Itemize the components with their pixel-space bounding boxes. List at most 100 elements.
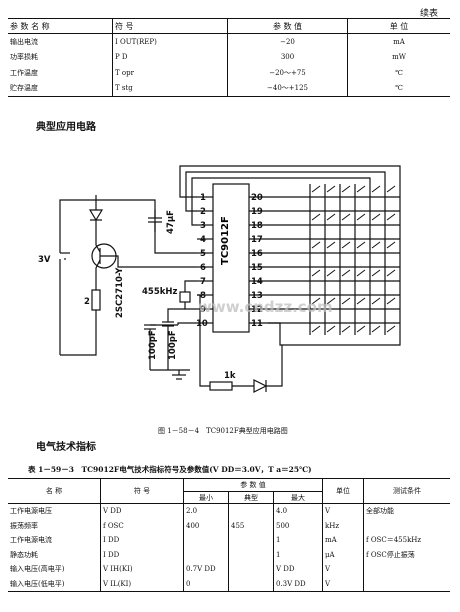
subheader-min: 最小 bbox=[183, 491, 229, 504]
pin-label: 5 bbox=[200, 249, 206, 259]
continued-label: 续表 bbox=[419, 9, 438, 19]
capacitor-b-label: 100pF bbox=[168, 330, 178, 360]
pin-label: 10 bbox=[196, 319, 208, 329]
cell: V IL(KI) bbox=[100, 576, 184, 592]
header-unit: 单位 bbox=[322, 478, 364, 504]
header-value: 参 数 值 bbox=[183, 478, 323, 492]
figure-caption: 图 1－58－4 TC9012F典型应用电路图 bbox=[158, 427, 288, 435]
cell bbox=[363, 576, 450, 592]
pin-label: 8 bbox=[200, 291, 206, 301]
electrical-specs-table: 名 称 符 号 参 数 值 单位 测试条件 最小 典型 最大 工作电源电压 V … bbox=[8, 478, 450, 592]
watermark: www.cndzz.com bbox=[198, 298, 333, 316]
header-name: 名 称 bbox=[8, 478, 101, 504]
cell: P D bbox=[112, 49, 228, 65]
cell: V DD bbox=[273, 562, 323, 577]
subheader-typ: 典型 bbox=[228, 491, 274, 504]
cell: 0 bbox=[183, 576, 229, 592]
cell: 工作电源电压 bbox=[10, 507, 52, 516]
cell: 300 bbox=[227, 49, 348, 65]
pin-label: 11 bbox=[251, 319, 263, 329]
cell: μA bbox=[322, 547, 364, 562]
cell: ℃ bbox=[347, 80, 450, 97]
cell: I DD bbox=[100, 533, 184, 548]
table-row: 贮存温度 T stg −40～+125 ℃ bbox=[8, 80, 450, 97]
cell: 贮存温度 bbox=[8, 80, 113, 97]
pin-label: 2 bbox=[200, 207, 206, 217]
pin-label: 13 bbox=[251, 291, 263, 301]
resistor-bottom-label: 1k bbox=[224, 371, 236, 381]
cell bbox=[228, 562, 274, 577]
cell: −20 bbox=[227, 33, 348, 50]
cell: V DD bbox=[100, 503, 184, 519]
table-row: 输入电压(低电平) V IL(KI) 0 0.3V DD V bbox=[8, 576, 450, 592]
table-row: 输入电压(高电平) V IH(KI) 0.7V DD V DD V bbox=[8, 562, 450, 577]
pin-label: 9 bbox=[200, 305, 206, 315]
ic-body bbox=[212, 183, 250, 333]
pin-label: 18 bbox=[251, 221, 263, 231]
cell: ℃ bbox=[347, 65, 450, 81]
cell: 静态功耗 bbox=[10, 550, 38, 559]
cell: f OSC bbox=[100, 518, 184, 533]
resistor-side-label: 2 bbox=[84, 297, 90, 307]
cell: −20～+75 bbox=[227, 65, 348, 81]
pin-label: 20 bbox=[251, 193, 263, 203]
table-row: 工作温度 T opr −20～+75 ℃ bbox=[8, 65, 450, 81]
pin-label: 12 bbox=[251, 305, 263, 315]
crystal-label: 455kHz bbox=[142, 287, 178, 297]
header-test: 测试条件 bbox=[363, 478, 450, 504]
subheader-max: 最大 bbox=[273, 491, 323, 504]
cell: 输入电压(低电平) bbox=[8, 576, 101, 592]
cell: V bbox=[322, 576, 364, 592]
cell: 输入电压(高电平) bbox=[10, 565, 65, 574]
table2-caption: 表 1－59－3 TC9012F电气技术指标符号及参数值(V DD＝3.0V，T… bbox=[28, 465, 312, 474]
cell: 4.0 bbox=[273, 503, 323, 519]
cell: kHz bbox=[322, 518, 364, 533]
header-symbol: 符 号 bbox=[112, 18, 228, 34]
cell: 0.7V DD bbox=[183, 562, 229, 577]
pin-label: 19 bbox=[251, 207, 263, 217]
cell: V bbox=[322, 562, 364, 577]
cell: f OSC＝455kHz bbox=[363, 533, 450, 548]
table-row: 输出电流 I OUT(REP) −20 mA bbox=[8, 33, 450, 50]
table-row: 振荡频率 f OSC 400 455 500 kHz bbox=[8, 518, 450, 533]
header-param: 参 数 名 称 bbox=[8, 18, 113, 34]
capacitor-a-label: 100pF bbox=[148, 330, 158, 360]
pin-label: 7 bbox=[200, 277, 206, 287]
table-row: 工作电源电压 V DD 2.0 4.0 V 全部功能 bbox=[8, 503, 450, 519]
header-symbol: 符 号 bbox=[100, 478, 184, 504]
cell: 500 bbox=[273, 518, 323, 533]
pin-label: 14 bbox=[251, 277, 263, 287]
cell bbox=[183, 547, 229, 562]
header-unit: 单 位 bbox=[347, 18, 450, 34]
cell bbox=[228, 533, 274, 548]
table-header-row: 参 数 名 称 符 号 参 数 值 单 位 bbox=[8, 18, 450, 34]
section-title-application: 典型应用电路 bbox=[36, 122, 96, 133]
capacitor-top-label: 47μF bbox=[166, 210, 176, 234]
pin-label: 17 bbox=[251, 235, 263, 245]
pin-label: 4 bbox=[200, 235, 206, 245]
cell: 1 bbox=[273, 547, 323, 562]
cell: I OUT(REP) bbox=[112, 33, 228, 50]
cell bbox=[363, 562, 450, 577]
pin-label: 3 bbox=[200, 221, 206, 231]
cell: −40～+125 bbox=[227, 80, 348, 97]
cell bbox=[228, 547, 274, 562]
cell: 400 bbox=[183, 518, 229, 533]
cell: 全部功能 bbox=[363, 503, 450, 519]
table-row: 静态功耗 I DD 1 μA f OSC停止振荡 bbox=[8, 547, 450, 562]
cell: 输出电流 bbox=[10, 37, 38, 46]
absolute-ratings-table: 参 数 名 称 符 号 参 数 值 单 位 输出电流 I OUT(REP) −2… bbox=[8, 18, 450, 97]
pin-label: 1 bbox=[200, 193, 206, 203]
cell bbox=[363, 518, 450, 533]
table-row: 工作电源电流 I DD 1 mA f OSC＝455kHz bbox=[8, 533, 450, 548]
pin-label: 15 bbox=[251, 263, 263, 273]
cell: 工作电源电流 bbox=[10, 536, 52, 545]
voltage-label: 3V bbox=[38, 255, 51, 265]
cell bbox=[228, 503, 274, 519]
cell: 工作温度 bbox=[10, 68, 38, 77]
cell: mA bbox=[347, 33, 450, 50]
cell: T stg bbox=[112, 80, 228, 97]
cell bbox=[228, 576, 274, 592]
cell: V IH(KI) bbox=[100, 562, 184, 577]
